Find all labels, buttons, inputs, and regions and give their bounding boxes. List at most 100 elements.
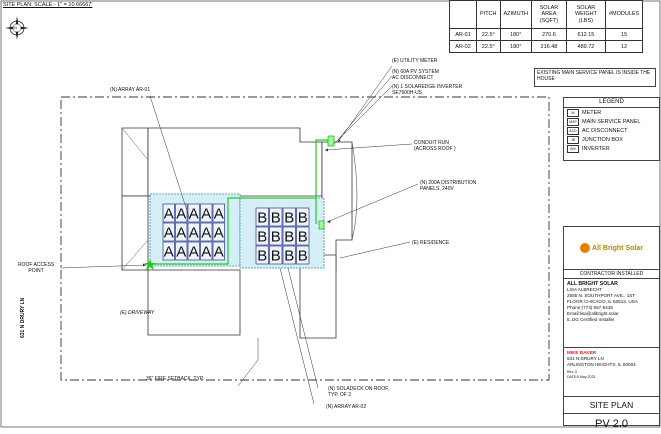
meter-symbol-icon: M (567, 108, 579, 117)
scale-title: SITE PLAN: SCALE:- 1" = 10.66667' (3, 2, 93, 8)
label-line: SE7600H-US (392, 90, 423, 96)
solar-module (212, 222, 225, 242)
roof-access-star (144, 259, 156, 270)
solar-module-label: A (189, 224, 199, 241)
solar-module-label: B (271, 247, 281, 264)
utility-meter-label: (E) UTILITY METER (392, 58, 438, 64)
col-area: SOLAR AREA (SQFT) (530, 0, 567, 29)
solar-module (296, 226, 310, 246)
label-line: (N) 200A DISTRIBUTION (420, 180, 477, 186)
solar-module-label: B (284, 209, 294, 226)
inverter-symbol-icon: INV (567, 144, 579, 153)
label-line: ROOF ACCESS (18, 262, 55, 268)
table-row: AR-02 22.5° 180° 216.48 489.72 12 (449, 40, 644, 53)
solar-module (296, 245, 310, 265)
jb-symbol-icon: JB (567, 135, 579, 144)
compass-label: N (14, 25, 17, 30)
cell: 489.72 (565, 40, 606, 53)
acd-symbol-icon: ACD (567, 126, 579, 135)
legend-label: AC DISCONNECT (582, 127, 628, 134)
solar-module-label: B (298, 209, 308, 226)
solar-module (212, 241, 225, 261)
cell: 22.5° (476, 28, 501, 41)
solar-module-label: B (284, 228, 294, 245)
solar-module-label: B (298, 228, 308, 245)
label-line: (ACROSS ROOF ) (414, 146, 456, 152)
rev-line: Rev: 0 (567, 370, 578, 374)
solar-module (255, 245, 269, 265)
col-azimuth: AZIMUTH (499, 0, 532, 29)
cell: 180° (499, 28, 532, 41)
title-block: All Bright Solar CONTRACTOR INSTALLED AL… (563, 226, 660, 430)
solar-module-label: A (164, 224, 174, 241)
cell: 180° (499, 40, 532, 53)
solar-module (255, 207, 269, 227)
company-line: Phone:(773) 557-6445 (567, 305, 613, 310)
label-line: PANELS, 240V (420, 186, 454, 192)
col-modules: #MODULES (604, 0, 644, 29)
utility-equipment (327, 135, 335, 147)
solar-module (269, 226, 283, 246)
solar-module-label: A (176, 224, 186, 241)
revision-info: Rev: 0 DATE:5 May 2023 (564, 370, 659, 397)
north-arrow (5, 16, 29, 40)
solar-module-label: A (214, 205, 224, 222)
cell: 15 (604, 28, 644, 41)
solar-module (187, 241, 200, 261)
solar-module (200, 241, 213, 261)
solar-module-label: A (164, 205, 174, 222)
array-2-label: (N) ARRAY AR-02 (326, 404, 367, 410)
solar-module (282, 245, 296, 265)
legend-label: JUNCTION BOX (582, 136, 623, 143)
company-info: ALL BRIGHT SOLAR LISA ALBRECHT 2555 N. S… (564, 279, 659, 348)
label-line: AC DISCONNECT (392, 75, 434, 81)
col-id (449, 0, 477, 29)
solar-module-label: A (201, 224, 211, 241)
conduit-label: CONDUIT RUN(ACROSS ROOF ) (414, 140, 456, 152)
label-line: POINT (28, 268, 44, 274)
rev-line: DATE:5 May 2023 (567, 375, 596, 379)
solar-module (212, 203, 225, 223)
company-line: 2555 N. SOUTHPORT AVE., 1ST (567, 293, 636, 298)
cell: 612.15 (565, 28, 606, 41)
service-panel-note: EXISTING MAIN SERVICE PANEL IS INSIDE TH… (534, 68, 656, 87)
legend-label: MAIN SERVICE PANEL (582, 118, 641, 125)
solar-module-label: B (271, 228, 281, 245)
solar-module-label: A (189, 243, 199, 260)
solar-module-label: A (176, 243, 186, 260)
logo-text: All Bright Solar (592, 244, 643, 252)
company-logo: All Bright Solar (564, 227, 659, 270)
sun-logo-icon (580, 243, 591, 253)
solar-module (269, 245, 283, 265)
solar-module-label: B (257, 228, 267, 245)
cell: AR-02 (449, 40, 477, 53)
solar-module-label: A (214, 243, 224, 260)
solar-module (175, 203, 188, 223)
soladeck-label: (N) SOLADECK ON ROOF,TYP. OF 2 (328, 386, 389, 398)
solar-module (175, 241, 188, 261)
company-line: LISA ALBRECHT (567, 287, 603, 292)
solar-module (282, 226, 296, 246)
solar-module-label: A (164, 243, 174, 260)
conduit-run (150, 139, 330, 265)
residence-label: (E) RESIDENCE (412, 240, 450, 246)
solar-module (187, 222, 200, 242)
solar-module (255, 226, 269, 246)
col-weight: SOLAR WEIGHT (LBS) (565, 0, 606, 29)
sheet-number: PV 2.0 (594, 418, 629, 430)
sheet-title: SITE PLAN (564, 397, 659, 414)
legend-title: LEGEND (564, 98, 659, 108)
street-label: 631 N DRURY LN (20, 297, 26, 338)
client-line: 631 N DRURY LN (567, 356, 604, 361)
array-table-header: PITCH AZIMUTH SOLAR AREA (SQFT) SOLAR WE… (449, 0, 644, 29)
